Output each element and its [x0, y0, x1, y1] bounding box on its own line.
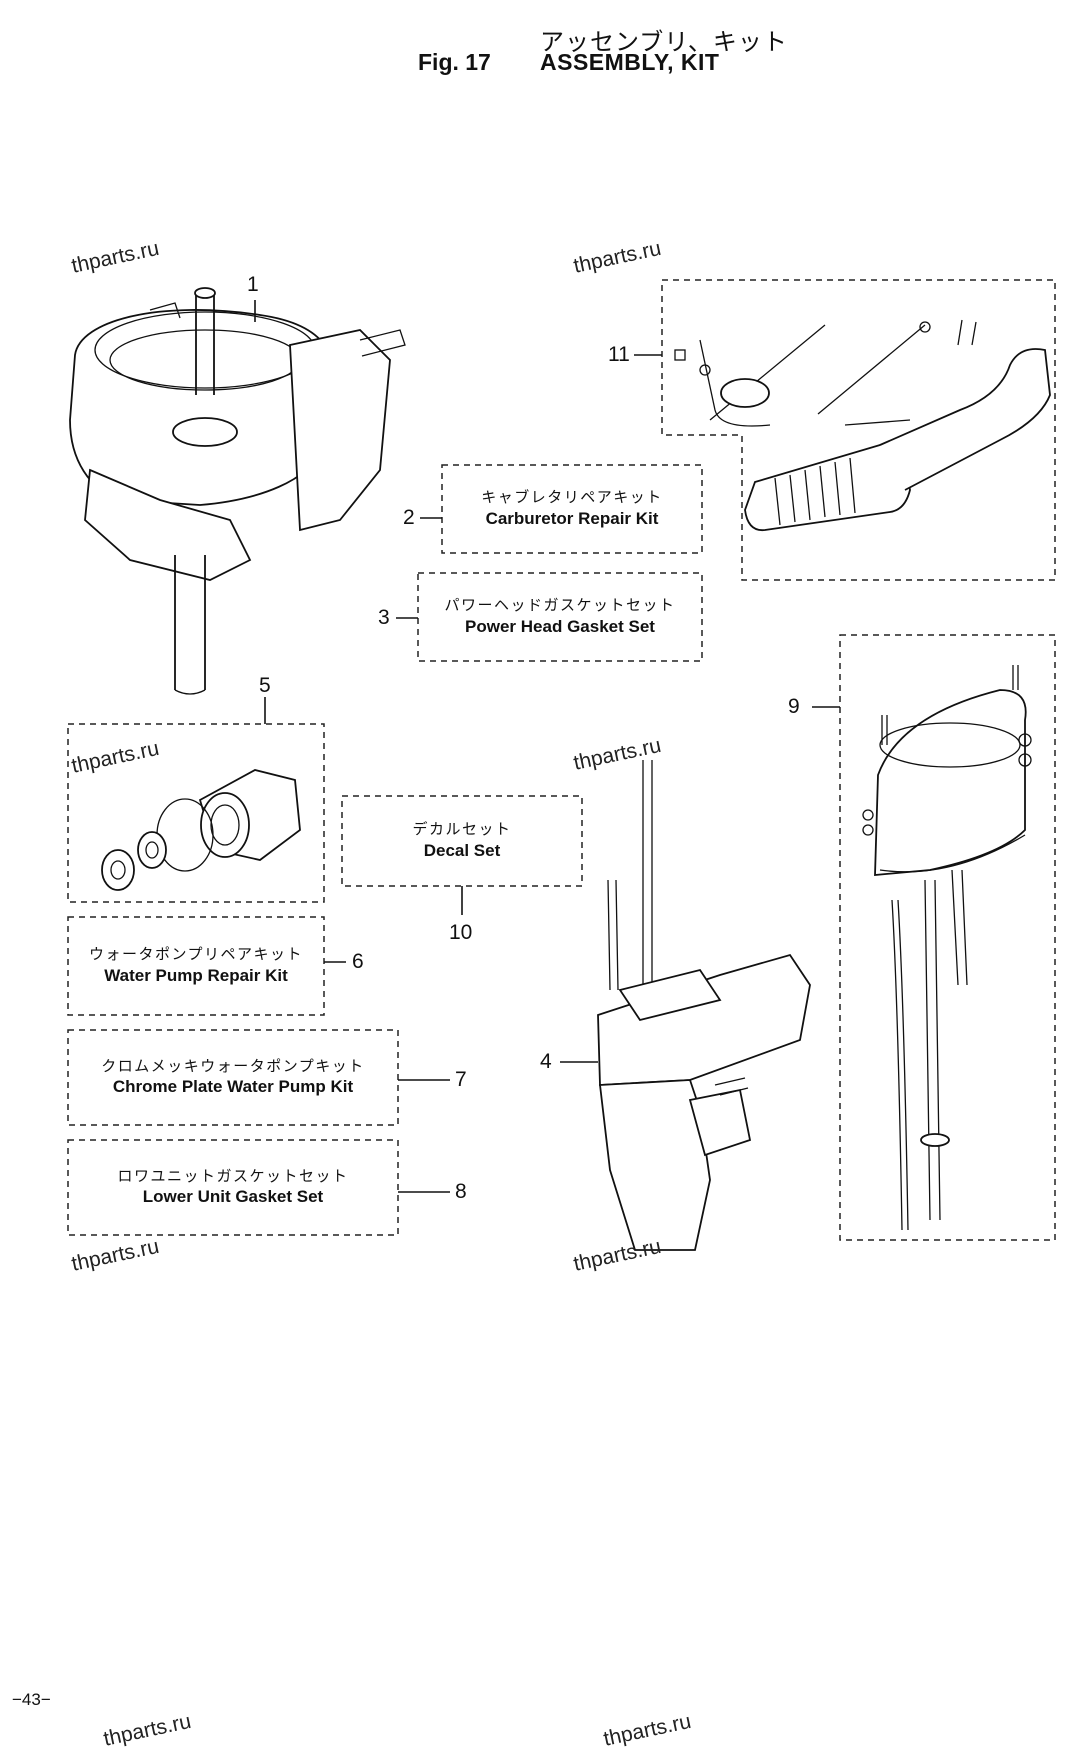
kit-box-5	[67, 723, 325, 903]
callout-4: 4	[540, 1050, 552, 1073]
kit-7-chrome-plate-water-pump: クロムメッキウォータポンプキット Chrome Plate Water Pump…	[68, 1030, 398, 1125]
kit-box-2	[441, 464, 703, 554]
kit-label-en: Decal Set	[423, 840, 501, 860]
kit-8-lower-unit-gasket: ロワユニットガスケットセット Lower Unit Gasket Set	[68, 1140, 398, 1235]
kit-label-en: Chrome Plate Water Pump Kit	[112, 1077, 354, 1097]
kit-box-9	[839, 634, 1056, 1241]
title-japanese: アッセンブリ、キット	[540, 28, 788, 56]
kit-box-11	[661, 279, 1056, 581]
water-pump-parts-drawing	[101, 769, 301, 891]
drive-shaft-drawing	[862, 665, 1032, 1231]
kit-box-8	[67, 1139, 399, 1236]
kit-label-jp: クロムメッキウォータポンプキット	[101, 1056, 365, 1075]
leader-lines	[254, 300, 840, 1193]
callout-5: 5	[259, 674, 271, 697]
kit-label-en: Carburetor Repair Kit	[485, 508, 659, 528]
lower-unit-drawing	[597, 760, 811, 1251]
callout-3: 3	[378, 606, 390, 629]
callout-11: 11	[608, 343, 630, 366]
callout-2: 2	[403, 506, 415, 529]
callout-1: 1	[247, 273, 259, 296]
callout-9: 9	[788, 695, 800, 718]
kit-2-carburetor-repair: キャブレタリペアキット Carburetor Repair Kit	[442, 465, 702, 553]
figure-title: ASSEMBLY, KIT	[540, 49, 720, 75]
power-head-drawing	[69, 287, 406, 695]
kit-label-jp: ロワユニットガスケットセット	[117, 1166, 349, 1185]
figure-number: Fig. 17	[418, 49, 491, 75]
kit-label-en: Power Head Gasket Set	[465, 616, 655, 636]
kit-label-jp: デカルセット	[412, 820, 512, 839]
page-number: −43−	[12, 1690, 51, 1709]
kit-box-7	[67, 1029, 399, 1126]
callout-8: 8	[455, 1180, 467, 1203]
callout-6: 6	[352, 950, 364, 973]
kit-label-en: Lower Unit Gasket Set	[142, 1187, 324, 1207]
throttle-grip-drawing	[674, 319, 1051, 532]
kit-label-jp: ウォータポンプリペアキット	[88, 945, 304, 964]
kit-3-power-head-gasket: パワーヘッドガスケットセット Power Head Gasket Set	[418, 573, 702, 661]
kit-label-jp: キャブレタリペアキット	[481, 488, 663, 507]
kit-label-en: Water Pump Repair Kit	[104, 965, 288, 985]
callout-7: 7	[455, 1068, 467, 1091]
callout-10: 10	[449, 921, 473, 944]
kit-6-water-pump-repair: ウォータポンプリペアキット Water Pump Repair Kit	[68, 917, 324, 1015]
kit-10-decal-set: デカルセット Decal Set	[342, 796, 582, 886]
kit-label-jp: パワーヘッドガスケットセット	[444, 596, 676, 615]
